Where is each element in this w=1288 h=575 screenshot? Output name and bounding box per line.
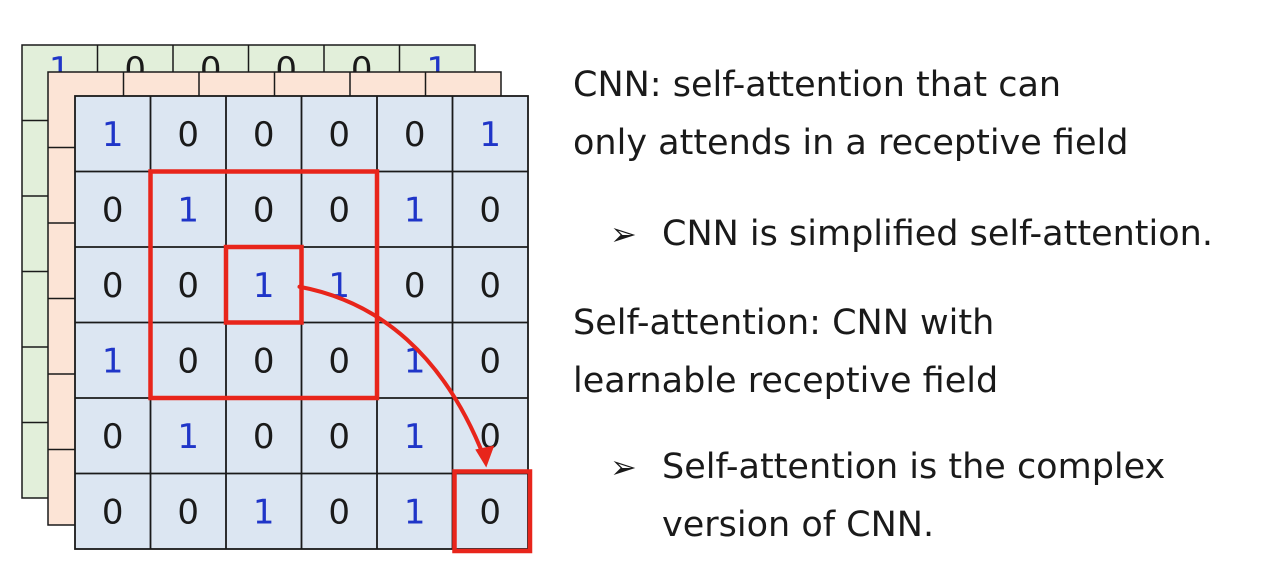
bullet-self-attention-complex-line-2: version of CNN. (662, 505, 935, 545)
grid-cell-value: 0 (479, 341, 501, 381)
bullet-arrow-icon: ➢ (610, 215, 637, 253)
grid-cell-value: 0 (328, 190, 350, 230)
grid-cell-value: 0 (404, 266, 426, 306)
cnn-definition-line-2: only attends in a receptive field (573, 123, 1129, 163)
bullet-cnn-simplified-text: CNN is simplified self-attention. (662, 214, 1213, 254)
cnn-definition: CNN: self-attention that can only attend… (573, 56, 1128, 172)
highlight-overlay (148, 169, 533, 554)
grid-cell-value: 0 (479, 266, 501, 306)
grid-cell-value: 0 (253, 417, 275, 457)
grid-cell-value: 1 (253, 492, 275, 532)
grid-cell-value: 0 (253, 190, 275, 230)
grid-cell-value: 0 (479, 417, 501, 457)
cnn-definition-line-1: CNN: self-attention that can (573, 65, 1062, 105)
attention-arrow-head (475, 445, 495, 468)
grid-cell-value: 0 (479, 190, 501, 230)
grid-cell-value: 0 (479, 492, 501, 532)
grid-cell-value: 0 (253, 115, 275, 155)
grid-cell-value: 0 (102, 190, 124, 230)
grid-cell-value: 1 (102, 341, 124, 381)
grid-cell-value: 0 (177, 341, 199, 381)
grid-cell-value: 0 (102, 492, 124, 532)
grid-cell-value: 0 (404, 115, 426, 155)
grid-cell-value: 0 (102, 266, 124, 306)
bullet-arrow-icon: ➢ (610, 448, 637, 486)
grid-cell-value: 0 (177, 115, 199, 155)
attention-arrow (297, 284, 487, 460)
bullet-self-attention-complex-line-1: Self-attention is the complex (662, 447, 1166, 487)
grid-cell-value: 0 (328, 417, 350, 457)
grid-cell-value: 0 (328, 341, 350, 381)
grid-cell-value: 1 (479, 115, 501, 155)
grid-cell-value: 0 (253, 341, 275, 381)
grid-cell-value: 1 (253, 266, 275, 306)
output-cell-box (452, 469, 533, 554)
self-attention-definition-line-1: Self-attention: CNN with (573, 303, 995, 343)
receptive-field-box (148, 169, 380, 401)
grid-cell-value: 1 (177, 417, 199, 457)
grid-cell-value: 1 (404, 492, 426, 532)
grid-cell-value: 1 (404, 417, 426, 457)
grid-cell-value: 1 (404, 190, 426, 230)
bullet-self-attention-complex: ➢ Self-attention is the complex version … (610, 438, 1165, 554)
grid-cell-value: 1 (102, 115, 124, 155)
grid-cell-value: 0 (328, 492, 350, 532)
grid-cell-value: 1 (177, 190, 199, 230)
grid-cell-value: 0 (102, 417, 124, 457)
center-cell-box (223, 244, 304, 325)
grid-cell-value: 0 (328, 115, 350, 155)
grid-cell-value: 0 (177, 492, 199, 532)
self-attention-definition-line-2: learnable receptive field (573, 361, 999, 401)
grid-cell-value: 0 (177, 266, 199, 306)
self-attention-definition: Self-attention: CNN with learnable recep… (573, 294, 998, 410)
bullet-cnn-simplified: ➢ CNN is simplified self-attention. (610, 205, 1213, 263)
